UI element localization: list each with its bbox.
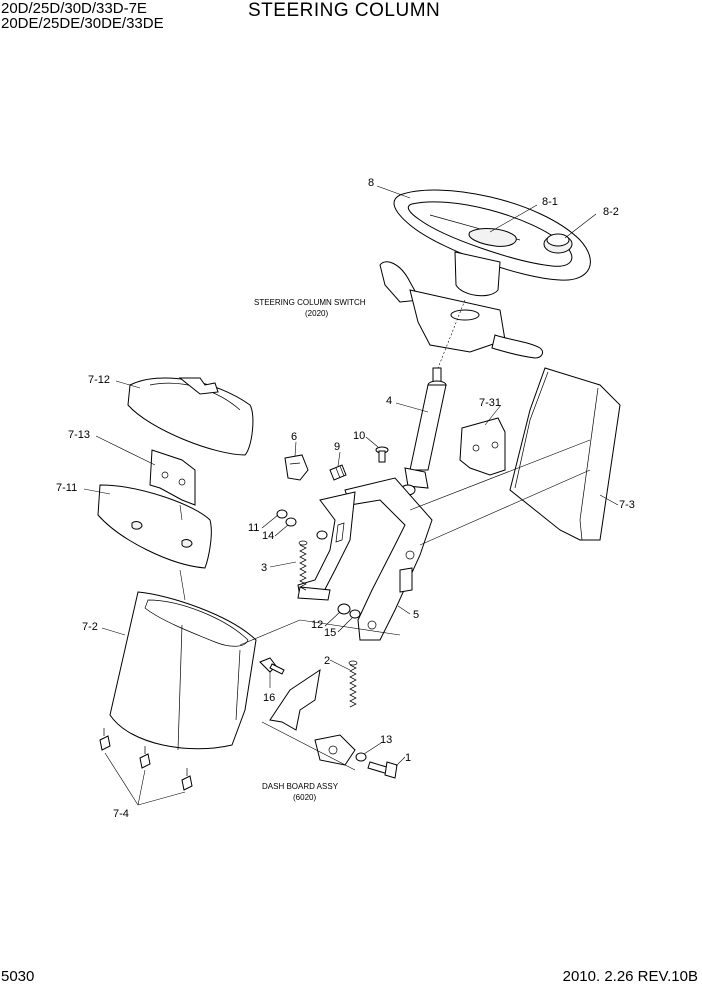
bolt-9-part[interactable] (329, 464, 347, 481)
callout-7-4: 7-4 (113, 808, 129, 820)
callout-1: 1 (405, 752, 411, 764)
switch-label: STEERING COLUMN SWITCH (254, 298, 366, 307)
column-cover-7-2-part[interactable] (109, 591, 257, 751)
dash-board-ref: (6020) (293, 793, 316, 802)
callout-3: 3 (261, 562, 267, 574)
lower-cover-7-11-part[interactable] (97, 484, 212, 569)
washer-13-part[interactable] (355, 752, 367, 762)
column-bracket-part[interactable] (344, 477, 433, 641)
washer-14-part[interactable] (285, 517, 297, 527)
leader-lines (83, 185, 619, 806)
callout-13: 13 (380, 734, 392, 746)
callout-7-31: 7-31 (479, 397, 501, 409)
callout-7-11: 7-11 (56, 482, 77, 494)
upper-cover-7-12-part[interactable] (127, 377, 254, 456)
assembly-lines (179, 299, 591, 771)
callout-10: 10 (353, 430, 365, 442)
callout-16: 16 (263, 692, 275, 704)
callout-7-12: 7-12 (88, 374, 110, 386)
page-number: 5030 (1, 968, 35, 985)
steering-column-switch[interactable] (379, 261, 543, 359)
callout-11: 11 (248, 522, 259, 534)
callout-5: 5 (413, 609, 419, 621)
callout-8: 8 (368, 177, 374, 189)
callout-4: 4 (386, 395, 392, 407)
model-list-line-1: 20D/25D/30D/33D-7E (1, 0, 147, 17)
tilt-bracket-part[interactable] (297, 491, 356, 601)
switch-ref: (2020) (305, 309, 328, 318)
nut-12-part[interactable] (337, 603, 351, 615)
steering-column-part[interactable] (400, 367, 447, 496)
washer-15-part[interactable] (349, 609, 361, 619)
callout-6: 6 (291, 431, 297, 443)
screw-7-4-a-part[interactable] (99, 728, 111, 751)
spring-3-part[interactable] (298, 540, 308, 591)
callout-9: 9 (334, 441, 340, 453)
spring-2-part[interactable] (348, 660, 358, 708)
side-cover-7-3-part[interactable] (509, 367, 621, 541)
collar-part[interactable] (316, 530, 328, 540)
dash-board-label: DASH BOARD ASSY (262, 782, 339, 791)
callout-7-3: 7-3 (619, 499, 635, 511)
callout-8-2: 8-2 (603, 206, 619, 218)
callout-8-1: 8-1 (542, 196, 558, 208)
dash-board-bracket[interactable] (269, 668, 356, 766)
model-list-line-2: 20DE/25DE/30DE/33DE (1, 15, 164, 32)
nut-11-part[interactable] (276, 509, 288, 519)
bolt-1-part[interactable] (367, 761, 398, 779)
bracket-7-31-part[interactable] (459, 417, 506, 476)
steering-wheel-part[interactable] (393, 189, 591, 297)
page-title: STEERING COLUMN (248, 0, 441, 21)
callout-12: 12 (311, 619, 323, 631)
callout-2: 2 (324, 655, 330, 667)
lever-bracket-part[interactable] (284, 454, 309, 481)
screw-7-4-c-part[interactable] (181, 768, 193, 791)
callout-7-13: 7-13 (68, 429, 90, 441)
bolt-16-part[interactable] (259, 657, 285, 675)
callout-15: 15 (324, 627, 336, 639)
callout-7-2: 7-2 (82, 621, 98, 633)
pin-10-part[interactable] (375, 446, 389, 463)
revision-date: 2010. 2.26 REV.10B (562, 968, 698, 985)
screw-7-4-b-part[interactable] (139, 746, 151, 769)
bracket-7-13-part[interactable] (149, 449, 196, 506)
callout-14: 14 (262, 530, 274, 542)
